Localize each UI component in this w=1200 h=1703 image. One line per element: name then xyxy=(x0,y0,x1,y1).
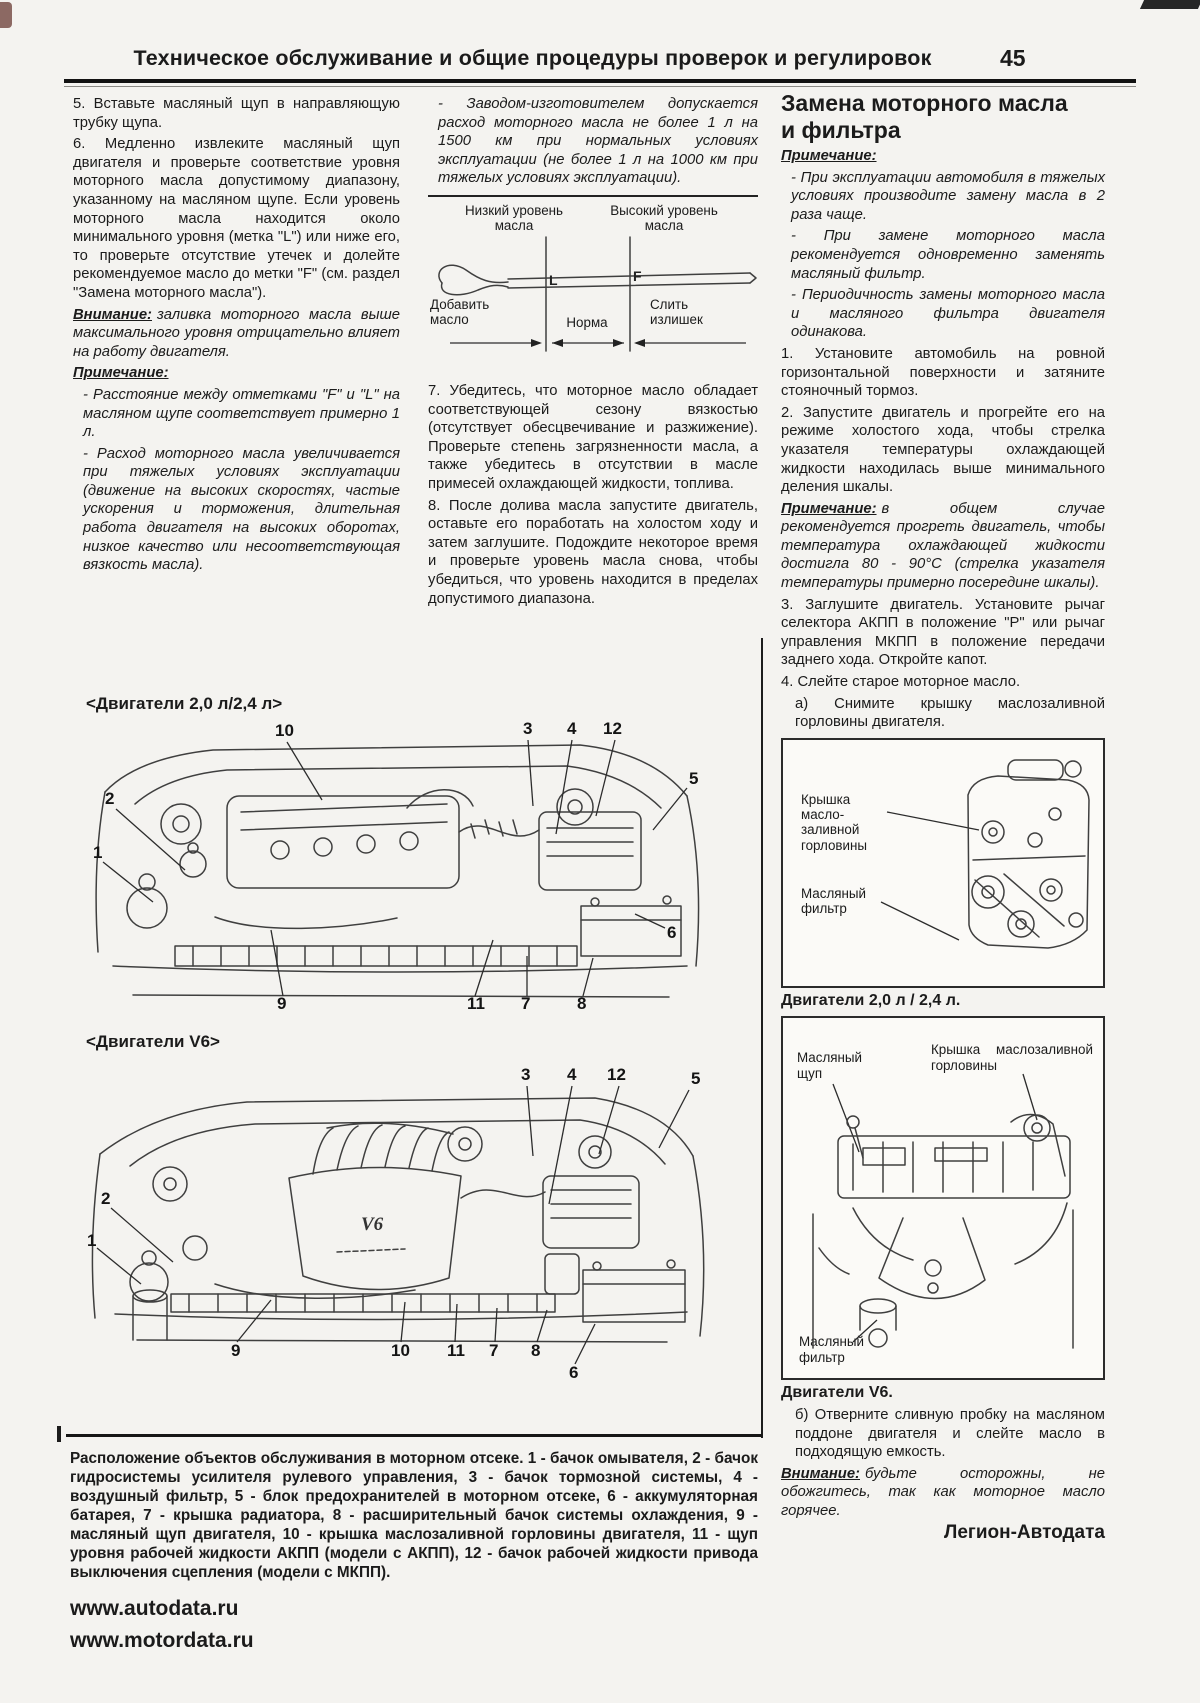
label-oil-dipstick-v6: Масляный щуп xyxy=(797,1050,863,1081)
header-rule xyxy=(64,79,1136,83)
callout-4-v6: 4 xyxy=(567,1065,577,1084)
scan-artifact-left-tick xyxy=(57,1426,61,1442)
callout-3-v6: 3 xyxy=(521,1065,530,1084)
warning-hot-text: будьте осторожны, не обожгитесь, так как… xyxy=(781,1465,1105,1519)
column-middle: - Заводом-изготовителем допускается расх… xyxy=(428,95,758,611)
figure-engine-2024: Крышка масло-заливной горловины Масляный… xyxy=(781,737,1105,988)
engine-cover-badge: V6 xyxy=(361,1214,384,1235)
dipstick-mark-L: L xyxy=(549,272,558,288)
note-factory-consumption: - Заводом-изготовителем допускается расх… xyxy=(438,96,758,187)
dipstick-figure: Низкий уровень масла Высокий уровень мас… xyxy=(428,194,758,373)
callout-4-2024: 4 xyxy=(567,719,577,738)
callout-10-v6: 10 xyxy=(391,1341,410,1360)
label-oil-filter-2024: Масляный фильтр xyxy=(801,885,867,917)
warning-hot-oil: Внимание:будьте осторожны, не обожгитесь… xyxy=(781,1465,1105,1521)
callout-3-2024: 3 xyxy=(523,719,532,738)
section-heading: Замена моторного масла и фильтра xyxy=(781,90,1068,143)
page-number: 45 xyxy=(1000,45,1026,71)
engine-sketch-2024 xyxy=(880,759,1090,949)
note-label: Примечание: xyxy=(73,365,169,382)
callout-10-2024: 10 xyxy=(275,721,294,740)
diagram-title-2024: <Двигатели 2,0 л/2,4 л> xyxy=(86,694,283,713)
note-same-interval: - Периодичность замены моторного масла и… xyxy=(791,287,1105,341)
dipstick-mark-F: F xyxy=(633,268,642,284)
note-oil-consumption: - Расход моторного масла увеличивается п… xyxy=(83,445,400,574)
callout-1-v6: 1 xyxy=(87,1231,96,1250)
callout-11-v6: 11 xyxy=(447,1341,465,1360)
scan-artifact-top-left xyxy=(0,2,12,28)
step-1: 1. Установите автомобиль на ровной гориз… xyxy=(781,345,1105,400)
callout-5-2024: 5 xyxy=(689,769,698,788)
engine-bay-diagram-2024: 10 3 4 12 2 1 5 6 9 11 7 8 xyxy=(93,719,700,1012)
dipstick-low-level-label: Низкий уровень масла xyxy=(464,202,564,234)
step-6: 6. Медленно извлеките масляный щуп двига… xyxy=(73,136,400,301)
caption-engines-2024: Двигатели 2,0 л / 2,4 л. xyxy=(781,991,961,1009)
callout-7-2024: 7 xyxy=(521,994,530,1012)
link-motordata: www.motordata.ru xyxy=(70,1629,254,1652)
callout-12-v6: 12 xyxy=(607,1065,626,1084)
warning-text: заливка моторного масла выше максимально… xyxy=(73,306,400,360)
link-autodata: www.autodata.ru xyxy=(70,1597,239,1620)
step-4: 4. Слейте старое моторное масло. xyxy=(781,674,1021,691)
dipstick-norm-label: Норма xyxy=(566,314,608,330)
callout-8-2024: 8 xyxy=(577,994,586,1012)
callout-7-v6: 7 xyxy=(489,1341,498,1360)
note-warm-up: Примечание:в общем случае рекомендуется … xyxy=(781,500,1105,593)
figure-engine-v6: Масляный щуп Крышка маслозаливной горлов… xyxy=(781,1016,1105,1381)
label-oil-filter-v6: Масляный фильтр xyxy=(799,1334,865,1365)
warning-label: Внимание: xyxy=(73,306,152,323)
step-2: 2. Запустите двигатель и прогрейте его н… xyxy=(781,404,1105,496)
engine-sketch-v6 xyxy=(812,1074,1074,1350)
step-7: 7. Убедитесь, что моторное масло обладае… xyxy=(428,382,758,492)
dipstick-art: L F xyxy=(438,236,757,352)
note-dipstick-distance: - Расстояние между отметками "F" и "L" н… xyxy=(83,386,400,441)
page-title: Техническое обслуживание и общие процеду… xyxy=(133,46,932,70)
callout-8-v6: 8 xyxy=(531,1341,540,1360)
callout-leaders-v6 xyxy=(96,1085,690,1365)
warning-hot-label: Внимание: xyxy=(781,1465,860,1482)
callout-5-v6: 5 xyxy=(691,1069,700,1088)
publisher-brand: Легион-Автодата xyxy=(944,1521,1105,1543)
column-right: Замена моторного масла и фильтра Примеча… xyxy=(781,90,1105,1545)
note-label-right: Примечание: xyxy=(781,148,877,164)
note-warm-text: в общем случае рекомендуется прогреть дв… xyxy=(781,500,1105,592)
dipstick-high-level-label: Высокий уровень масла xyxy=(610,202,718,234)
legend-separator-line xyxy=(66,1434,762,1437)
callout-12-2024: 12 xyxy=(603,719,622,738)
note-replace-filter: - При замене моторного масла рекомендует… xyxy=(791,228,1105,282)
note-heading: Примечание: xyxy=(73,364,400,383)
column-divider-line xyxy=(761,638,763,1438)
diagram-legend: Расположение объектов обслуживания в мот… xyxy=(70,1450,758,1581)
note-warm-label: Примечание: xyxy=(781,500,877,517)
note-severe-conditions: - При эксплуатации автомобиля в тяжелых … xyxy=(791,169,1105,223)
step-4b: б) Отверните сливную пробку на масляном … xyxy=(795,1407,1105,1461)
warning-oil-overfill: Внимание:заливка моторного масла выше ма… xyxy=(73,306,400,362)
dipstick-add-oil-label: Добавить масло xyxy=(430,296,490,328)
header-rule-shadow xyxy=(64,86,1136,87)
callout-1-2024: 1 xyxy=(93,843,102,862)
step-8: 8. После долива масла запустите двигател… xyxy=(428,497,758,607)
column-left: 5. Вставьте масляный щуп в направляющую … xyxy=(73,95,400,578)
callout-6-2024: 6 xyxy=(667,923,676,942)
callout-2-2024: 2 xyxy=(105,789,114,808)
caption-engines-v6: Двигатели V6. xyxy=(781,1384,893,1402)
callout-9-2024: 9 xyxy=(277,994,286,1012)
callout-9-v6: 9 xyxy=(231,1341,240,1360)
note-heading-right: Примечание: xyxy=(781,147,1105,166)
dipstick-drain-excess-label: Слить излишек xyxy=(650,296,703,328)
step-3: 3. Заглушите двигатель. Установите рычаг… xyxy=(781,596,1105,669)
scan-artifact-top-right xyxy=(1139,0,1200,9)
step-5: 5. Вставьте масляный щуп в направляющую … xyxy=(73,96,400,131)
label-oil-filler-cap-v6: Крышка маслозаливной горловины xyxy=(931,1042,1093,1073)
engine-bay-diagram-v6: V6 3 4 12 5 2 1 6 9 10 11 7 8 xyxy=(87,1065,705,1382)
callout-6-v6: 6 xyxy=(569,1363,578,1382)
diagram-title-v6: <Двигатели V6> xyxy=(86,1032,220,1051)
callout-leaders-2024 xyxy=(102,739,688,997)
step-4a: а) Снимите крышку маслозаливной горловин… xyxy=(795,695,1105,731)
callout-2-v6: 2 xyxy=(101,1189,110,1208)
callout-11-2024: 11 xyxy=(467,994,485,1012)
label-oil-filler-cap-2024: Крышка масло-заливной горловины xyxy=(801,791,868,853)
